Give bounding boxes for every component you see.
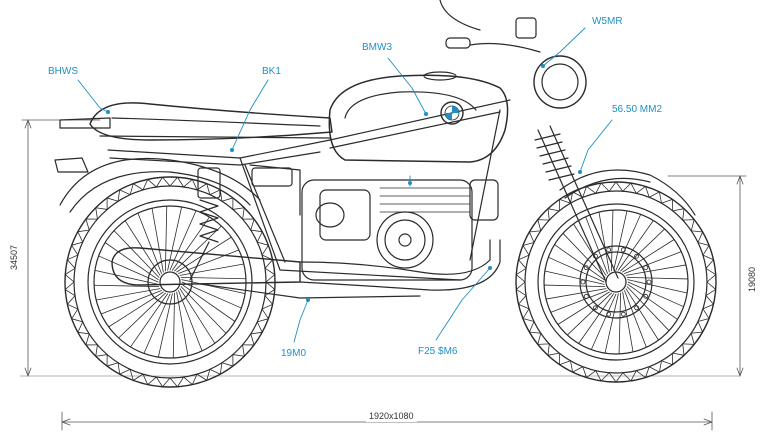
callout-rear-fender: BHWS — [48, 66, 78, 77]
fuel-tank — [328, 71, 509, 163]
callout-engine: F25 $M6 — [418, 346, 458, 357]
engine — [301, 179, 499, 281]
bmw-logo-icon — [440, 101, 464, 125]
callout-frame-tube: BK1 — [262, 66, 281, 77]
callout-fork: 56.50 MM2 — [612, 104, 663, 115]
brake-disc — [579, 245, 653, 319]
dimension-front-height: 19080 — [747, 266, 757, 292]
headlight — [439, 0, 587, 109]
callout-headlight: W5MR — [592, 16, 623, 27]
frame — [107, 99, 511, 281]
exhaust-pipe — [111, 239, 501, 299]
front-fork — [534, 125, 696, 283]
callout-leaders — [77, 27, 613, 343]
callout-exhaust: 19M0 — [281, 348, 307, 359]
rear-wheel — [64, 176, 276, 388]
dimension-overall-length: 1920x1080 — [366, 410, 417, 422]
rear-shock — [189, 167, 221, 281]
dimension-lines — [21, 119, 747, 431]
front-wheel — [515, 181, 717, 383]
dimension-rear-height: 34507 — [9, 244, 19, 270]
seat — [89, 102, 333, 141]
callout-fuel-tank: BMW3 — [362, 42, 392, 53]
callout-dots — [106, 64, 582, 302]
